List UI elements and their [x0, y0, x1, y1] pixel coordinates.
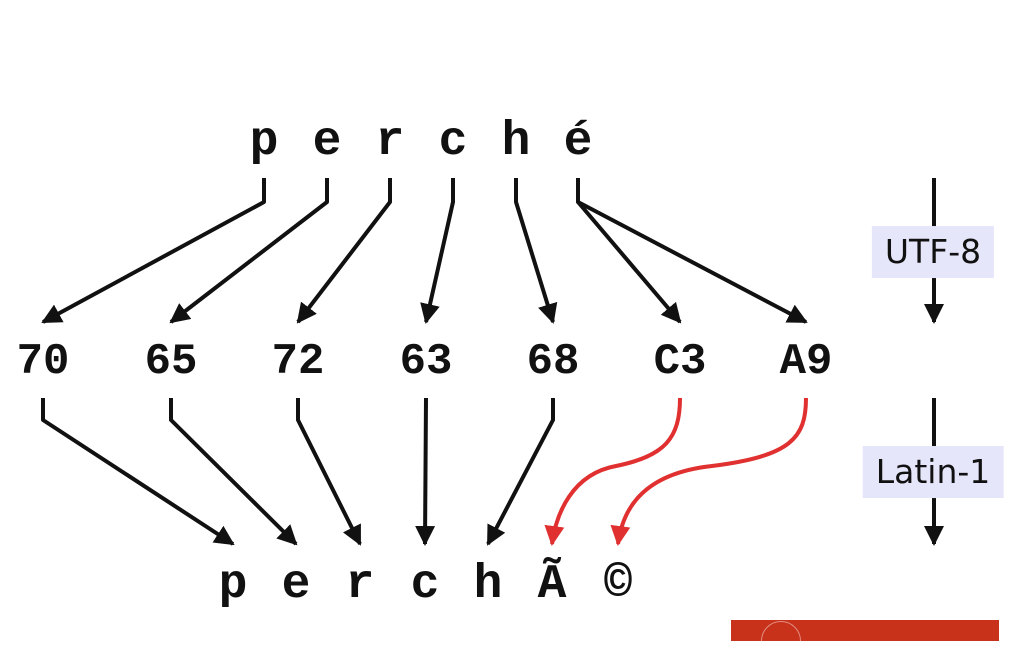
- decoded-char: Ã: [537, 558, 567, 612]
- byte-value: 72: [271, 337, 325, 387]
- seal-icon: [761, 621, 801, 661]
- source-char: é: [563, 115, 593, 169]
- mismatch-decode-arrow: [544, 397, 682, 546]
- latin1-label: Latin-1: [862, 446, 1004, 498]
- decode-arrow: [296, 398, 362, 546]
- source-char: h: [501, 115, 531, 169]
- decoded-char: e: [281, 558, 311, 612]
- byte-value: 63: [399, 337, 453, 387]
- source-char: r: [375, 115, 405, 169]
- utf8-label: UTF-8: [871, 226, 995, 278]
- encode-arrow: [576, 178, 682, 324]
- byte-value: C3: [653, 337, 707, 387]
- encode-arrow: [420, 178, 455, 324]
- mismatch-decode-arrow: [610, 397, 808, 546]
- encode-arrow: [169, 178, 329, 324]
- decoded-char: h: [473, 558, 503, 612]
- byte-value: 68: [526, 337, 580, 387]
- decode-arrow: [415, 397, 436, 546]
- decode-arrow: [41, 398, 235, 546]
- encode-arrow: [296, 178, 392, 324]
- encode-arrow: [41, 178, 266, 324]
- decoded-char: ©: [603, 558, 633, 612]
- byte-value: A9: [779, 337, 833, 387]
- university-logo: [731, 620, 999, 661]
- encode-arrow: [576, 178, 808, 324]
- decoded-char: r: [345, 558, 375, 612]
- decode-arrow: [486, 398, 555, 546]
- decoded-char: c: [410, 558, 440, 612]
- byte-value: 65: [144, 337, 198, 387]
- source-char: e: [312, 115, 342, 169]
- decoded-char: p: [218, 558, 248, 612]
- decode-arrow: [169, 398, 298, 546]
- source-char: p: [249, 115, 279, 169]
- byte-value: 70: [16, 337, 70, 387]
- encode-arrow: [514, 178, 558, 324]
- source-char: c: [438, 115, 468, 169]
